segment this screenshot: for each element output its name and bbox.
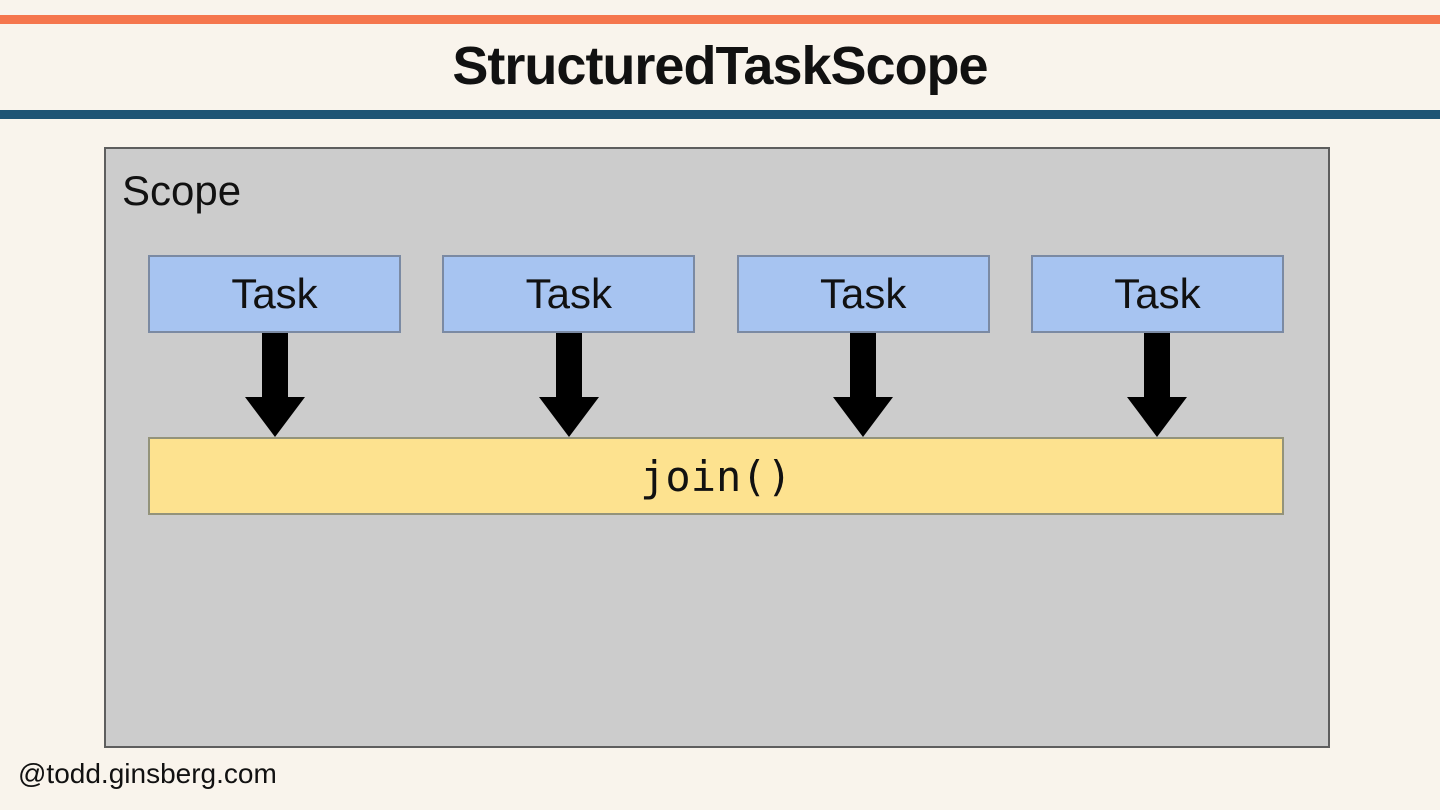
scope-label: Scope [122, 167, 242, 214]
task-box-3: Task [736, 255, 990, 333]
page-title: StructuredTaskScope [452, 36, 988, 96]
top-accent-rule [0, 15, 1440, 24]
scope-container: Scope Task Task Task Task [104, 147, 1330, 748]
title-divider-rule [0, 110, 1440, 119]
task-box-1: Task [148, 255, 401, 333]
tasks-row: Task Task Task Task [148, 255, 1284, 333]
down-arrow-icon [442, 333, 695, 437]
task-box-2: Task [442, 255, 696, 333]
footer-attribution: @todd.ginsberg.com [18, 758, 277, 789]
down-arrow-icon [148, 333, 401, 437]
down-arrow-icon [737, 333, 990, 437]
task-box-4: Task [1030, 255, 1284, 333]
down-arrow-icon [1031, 333, 1284, 437]
join-box: join() [148, 437, 1284, 515]
arrows-row [148, 333, 1284, 437]
